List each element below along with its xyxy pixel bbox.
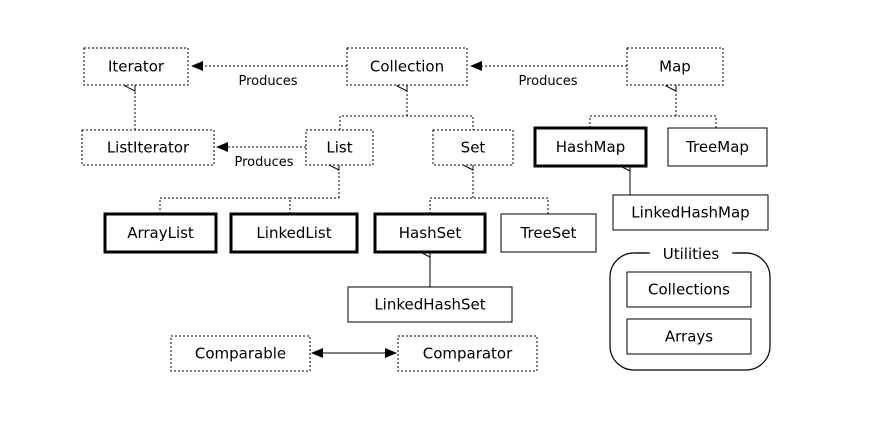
list-label: List bbox=[326, 139, 352, 157]
node-collections: Collections bbox=[626, 271, 752, 308]
node-iterator: Iterator bbox=[83, 47, 189, 86]
array-list-label: ArrayList bbox=[127, 224, 194, 242]
node-list: List bbox=[305, 129, 374, 166]
node-tree-map: TreeMap bbox=[667, 127, 768, 167]
collections-label: Collections bbox=[648, 281, 730, 299]
node-hash-map: HashMap bbox=[533, 126, 648, 168]
label-produces-iterator: Produces bbox=[238, 74, 297, 89]
utilities-group: Utilities bbox=[609, 243, 771, 371]
edge-list-set-extend-collection bbox=[339, 115, 474, 130]
edge-sets-implement-set bbox=[429, 197, 549, 214]
node-map: Map bbox=[626, 47, 724, 86]
tree-set-label: TreeSet bbox=[520, 224, 577, 242]
list-box bbox=[305, 129, 374, 166]
node-comparable: Comparable bbox=[170, 335, 311, 372]
linked-hash-set-box bbox=[347, 286, 513, 323]
node-linked-list: LinkedList bbox=[229, 212, 359, 254]
collections-box bbox=[626, 271, 752, 308]
list-iterator-box bbox=[81, 129, 215, 166]
linked-hash-map-box bbox=[612, 194, 769, 231]
linked-list-box bbox=[229, 212, 359, 254]
linked-hash-map-label: LinkedHashMap bbox=[631, 204, 749, 222]
edge-lists-implement-list bbox=[159, 197, 291, 214]
node-linked-hash-set: LinkedHashSet bbox=[347, 286, 513, 323]
node-collection: Collection bbox=[346, 47, 468, 86]
collection-label: Collection bbox=[370, 58, 444, 76]
tree-set-box bbox=[500, 213, 597, 253]
node-set: Set bbox=[432, 129, 514, 166]
node-linked-hash-map: LinkedHashMap bbox=[612, 194, 769, 231]
map-box bbox=[626, 47, 724, 86]
hash-set-label: HashSet bbox=[399, 224, 462, 242]
tree-map-label: TreeMap bbox=[685, 138, 749, 156]
label-produces-listiterator: Produces bbox=[234, 155, 293, 170]
array-list-box bbox=[103, 212, 218, 254]
list-iterator-label: ListIterator bbox=[107, 139, 190, 157]
label-produces-collection: Produces bbox=[518, 74, 577, 89]
iterator-box bbox=[83, 47, 189, 86]
node-hash-set: HashSet bbox=[373, 212, 487, 254]
edge-maps-implement-map bbox=[589, 115, 717, 128]
node-tree-set: TreeSet bbox=[500, 213, 597, 253]
hash-map-box bbox=[533, 126, 648, 168]
linked-hash-set-label: LinkedHashSet bbox=[374, 296, 485, 314]
comparator-box bbox=[397, 335, 538, 372]
node-array-list: ArrayList bbox=[103, 212, 218, 254]
comparator-label: Comparator bbox=[423, 345, 513, 363]
map-label: Map bbox=[659, 58, 691, 76]
iterator-label: Iterator bbox=[108, 58, 165, 76]
comparable-label: Comparable bbox=[195, 345, 286, 363]
tree-map-box bbox=[667, 127, 768, 167]
node-list-iterator: ListIterator bbox=[81, 129, 215, 166]
comparable-box bbox=[170, 335, 311, 372]
set-label: Set bbox=[461, 139, 486, 157]
collection-box bbox=[346, 47, 468, 86]
hash-set-box bbox=[373, 212, 487, 254]
arrays-box bbox=[626, 318, 752, 355]
hash-map-label: HashMap bbox=[556, 138, 625, 156]
node-arrays: Arrays bbox=[626, 318, 752, 355]
node-comparator: Comparator bbox=[397, 335, 538, 372]
utilities-title: Utilities bbox=[663, 245, 720, 263]
linked-list-label: LinkedList bbox=[256, 224, 331, 242]
arrays-label: Arrays bbox=[665, 328, 713, 346]
set-box bbox=[432, 129, 514, 166]
